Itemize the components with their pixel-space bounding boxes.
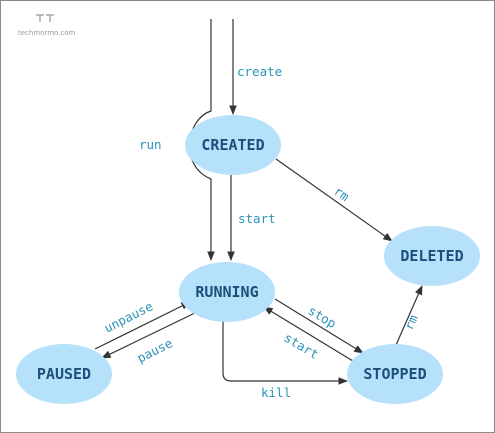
edge-unpause bbox=[94, 301, 191, 350]
state-deleted-label: DELETED bbox=[400, 247, 463, 265]
label-rm-created: rm bbox=[331, 183, 352, 204]
label-stop: stop bbox=[305, 303, 339, 331]
edge-rm-created bbox=[275, 158, 393, 242]
edge-stop bbox=[274, 298, 364, 354]
label-rm-stopped: rm bbox=[401, 312, 421, 332]
state-paused: PAUSED bbox=[16, 344, 112, 404]
edge-pause bbox=[101, 311, 198, 359]
edge-rm-stopped bbox=[395, 285, 423, 346]
state-paused-label: PAUSED bbox=[37, 365, 91, 383]
state-stopped: STOPPED bbox=[347, 344, 443, 404]
label-create: create bbox=[237, 64, 282, 79]
state-stopped-label: STOPPED bbox=[363, 365, 426, 383]
label-kill: kill bbox=[261, 385, 291, 400]
edge-kill bbox=[222, 321, 348, 385]
state-running-label: RUNNING bbox=[195, 283, 258, 301]
label-unpause: unpause bbox=[102, 298, 156, 335]
state-created: CREATED bbox=[185, 115, 281, 175]
label-run: run bbox=[139, 137, 162, 152]
label-start-stopped: start bbox=[281, 330, 321, 362]
state-running: RUNNING bbox=[179, 262, 275, 322]
label-start-created: start bbox=[238, 211, 276, 226]
watermark-text: techmormo.com bbox=[18, 29, 76, 37]
watermark-logo-icon bbox=[36, 14, 54, 22]
edge-start-stopped bbox=[263, 306, 354, 362]
state-created-label: CREATED bbox=[201, 136, 264, 154]
state-deleted: DELETED bbox=[384, 226, 480, 286]
